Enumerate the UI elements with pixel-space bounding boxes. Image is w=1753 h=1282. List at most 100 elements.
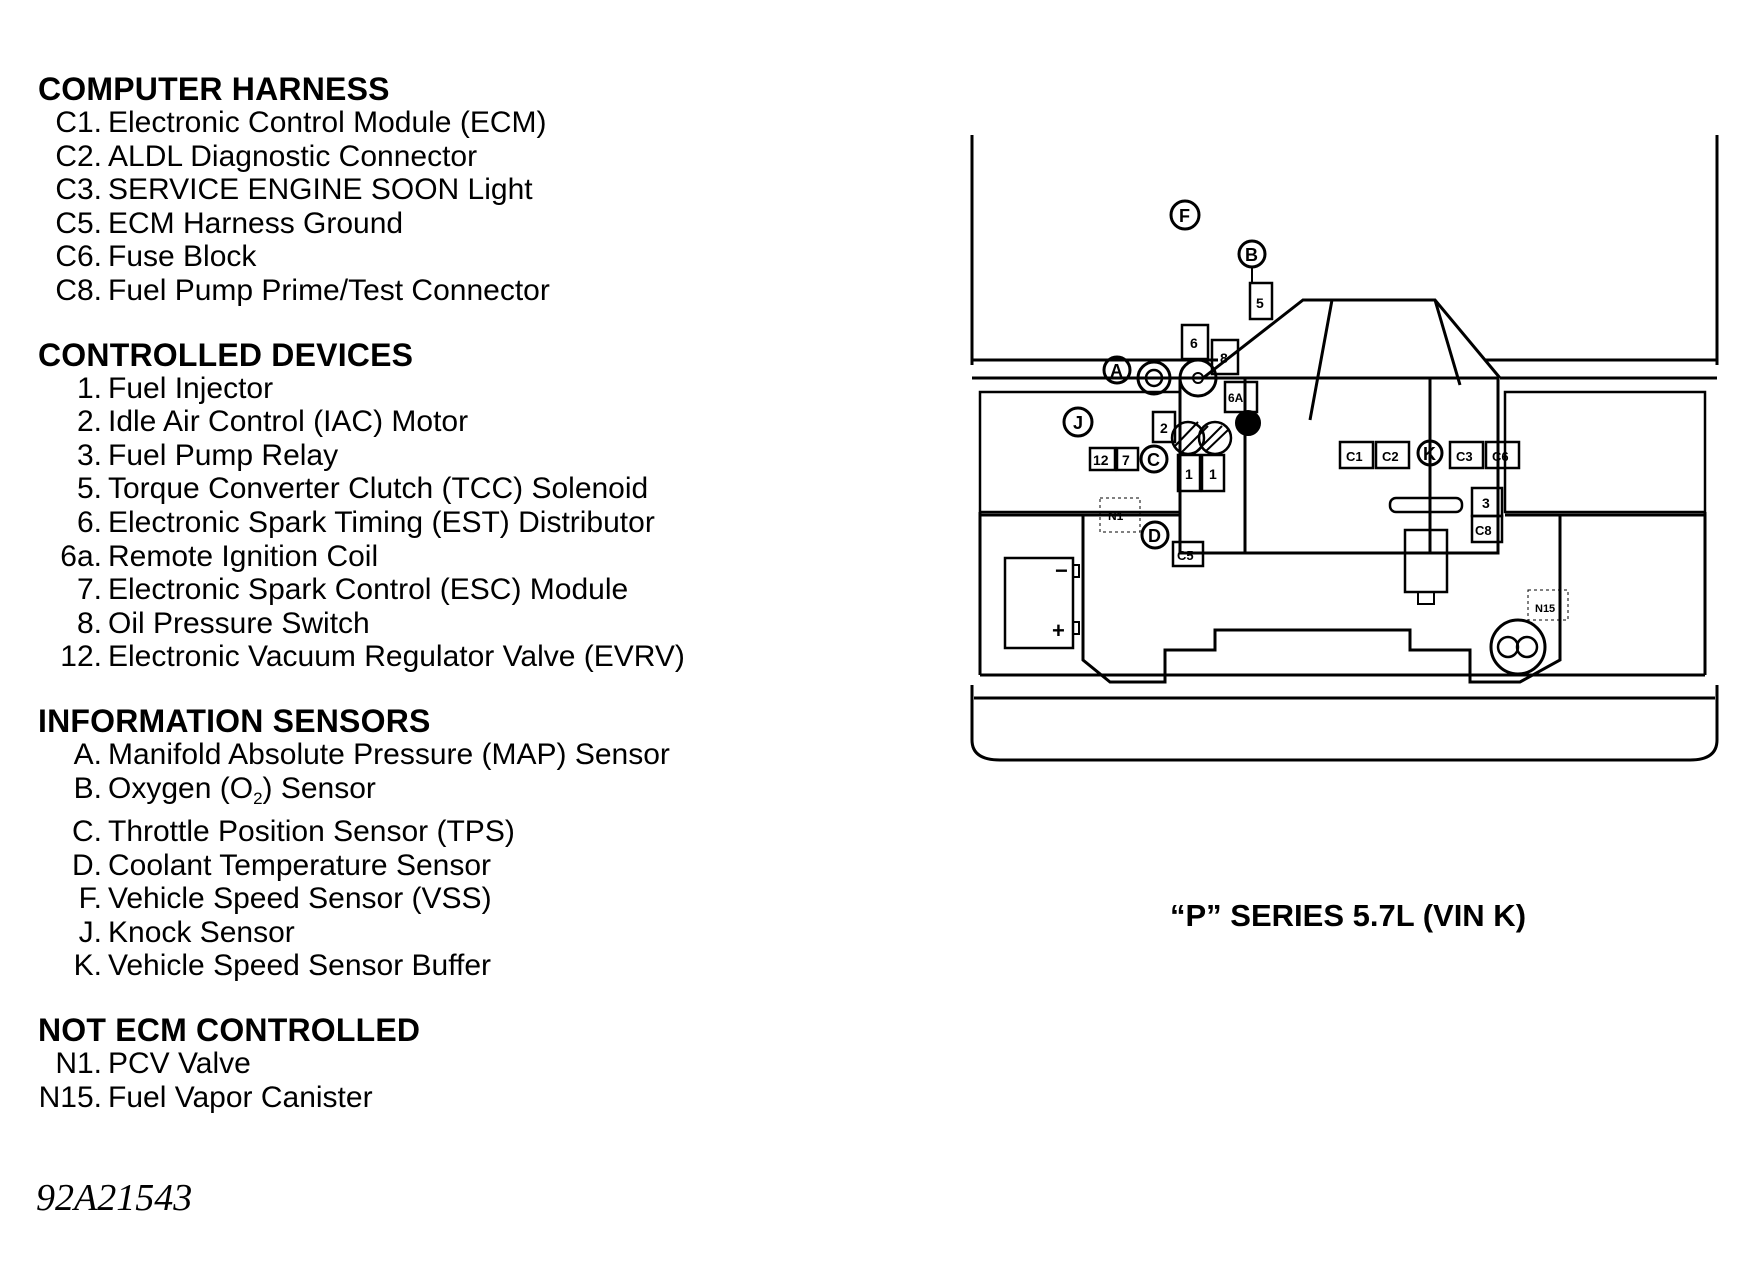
d-label: D [1148,526,1161,546]
item-label: ALDL Diagnostic Connector [108,139,478,173]
oil-8-label: 8 [1220,350,1228,366]
tcc-solenoid [1248,281,1274,321]
item-label: PCV Valve [108,1047,251,1081]
engine-block [1178,376,1500,555]
information-sensors-section: INFORMATION SENSORS A.Manifold Absolute … [38,704,758,983]
item-code: C5. [55,206,102,240]
relay-3-label: 3 [1482,495,1490,511]
legend-item: C6.Fuse Block [38,240,758,274]
c1-label: C1 [1346,449,1363,464]
item-code: K. [73,949,102,983]
throttle-hatch [1174,421,1229,455]
item-label: Vehicle Speed Sensor Buffer [108,949,492,983]
item-code: C6. [55,240,102,274]
c5-ground [1171,540,1205,568]
c-callout [1139,444,1169,474]
subscript: 2 [253,788,263,808]
filter-bottom [1417,591,1435,605]
section-title: CONTROLLED DEVICES [38,336,414,373]
crossmember [1081,515,1562,684]
item-code: 7. [76,573,102,607]
esc-module [1115,446,1140,472]
item-label: Coolant Temperature Sensor [108,848,491,882]
item-code: D. [72,848,102,882]
distributor-post [1192,372,1204,384]
battery-neg-label: − [1055,558,1068,583]
c2-connector [1374,440,1411,470]
engine-bay-diagram: − + N15 3 C8 C1 C2 K C3 C6 F B 5 [960,120,1730,860]
item-label: Oil Pressure Switch [108,606,370,640]
right-fender-box [1503,390,1707,514]
legend-item: 7.Electronic Spark Control (ESC) Module [38,573,758,607]
legend-item: N15.Fuel Vapor Canister [38,1081,758,1115]
item-code: 3. [76,438,102,472]
legend-item: N1.PCV Valve [38,1047,758,1081]
a-callout [1102,355,1132,385]
front-bumper [970,685,1719,762]
legend-item: D.Coolant Temperature Sensor [38,849,758,883]
a-label: A [1110,361,1123,381]
c6-label: C6 [1492,449,1509,464]
legend: COMPUTER HARNESS C1.Electronic Control M… [38,72,758,1144]
n15-outline [1527,589,1569,621]
item-code: J. [78,915,102,949]
label-part: Oxygen (O [108,771,254,805]
est-distributor [1180,323,1210,361]
legend-item: F.Vehicle Speed Sensor (VSS) [38,882,758,916]
item-code: C2. [55,139,102,173]
b-label: B [1245,245,1258,265]
c6-connector [1484,440,1521,470]
battery-pos-post [1072,621,1080,635]
vapor-canister [1489,618,1547,676]
item-label: Fuse Block [108,240,257,274]
right-rail [1485,358,1717,380]
item-label: Electronic Vacuum Regulator Valve (EVRV) [108,640,685,674]
legend-item: C5.ECM Harness Ground [38,207,758,241]
engine-ridge [1308,299,1462,421]
est-6-label: 6 [1190,335,1198,351]
c-label: C [1147,450,1160,470]
map-sensor [1136,360,1172,396]
item-code: 6a. [60,539,102,573]
item-label: Torque Converter Clutch (TCC) Solenoid [108,472,649,506]
c5-label: C5 [1177,548,1194,563]
left-rail [972,358,1218,380]
diagram-caption: “P” SERIES 5.7L (VIN K) [1170,898,1527,933]
evrv-12-label: 12 [1093,452,1109,468]
computer-harness-section: COMPUTER HARNESS C1.Electronic Control M… [38,72,758,308]
item-label: Fuel Injector [108,371,274,405]
label-part: ) Sensor [262,771,376,805]
item-label: Remote Ignition Coil [108,539,379,573]
legend-item: 6.Electronic Spark Timing (EST) Distribu… [38,506,758,540]
item-code: 6. [76,505,102,539]
item-label: Fuel Pump Relay [108,438,339,472]
n1-label: N1 [1108,509,1124,523]
lower-frame [978,512,1707,677]
figure-id: 92A21543 [36,1177,193,1219]
item-label: Electronic Spark Timing (EST) Distributo… [108,505,655,539]
legend-item: 3.Fuel Pump Relay [38,439,758,473]
d-callout [1140,520,1170,550]
injector-1b-label: 1 [1209,466,1217,482]
item-code: C1. [55,106,102,139]
coil-6a-label: 6A [1228,391,1244,405]
injector-1-label: 1 [1185,466,1193,482]
engine-bay-svg: − + N15 3 C8 C1 C2 K C3 C6 F B 5 [970,135,1719,762]
item-code: B. [73,771,102,805]
legend-item: J.Knock Sensor [38,916,758,950]
c8-connector [1470,514,1504,544]
j-label: J [1073,413,1083,433]
item-label: Oxygen (O2) Sensor [102,772,376,816]
legend-item: 1.Fuel Injector [38,372,758,406]
item-label: Electronic Spark Control (ESC) Module [108,573,629,607]
c1-connector [1338,440,1375,470]
battery [1003,556,1075,650]
item-label: Fuel Vapor Canister [108,1080,373,1114]
not-ecm-controlled-section: NOT ECM CONTROLLED N1.PCV Valve N15.Fuel… [38,1013,758,1114]
item-label: SERVICE ENGINE SOON Light [108,173,533,207]
n15-label: N15 [1535,603,1555,615]
item-label: ECM Harness Ground [108,206,404,240]
legend-item: 2.Idle Air Control (IAC) Motor [38,405,758,439]
legend-item: C.Throttle Position Sensor (TPS) [38,815,758,849]
battery-pos-label: + [1052,618,1065,643]
